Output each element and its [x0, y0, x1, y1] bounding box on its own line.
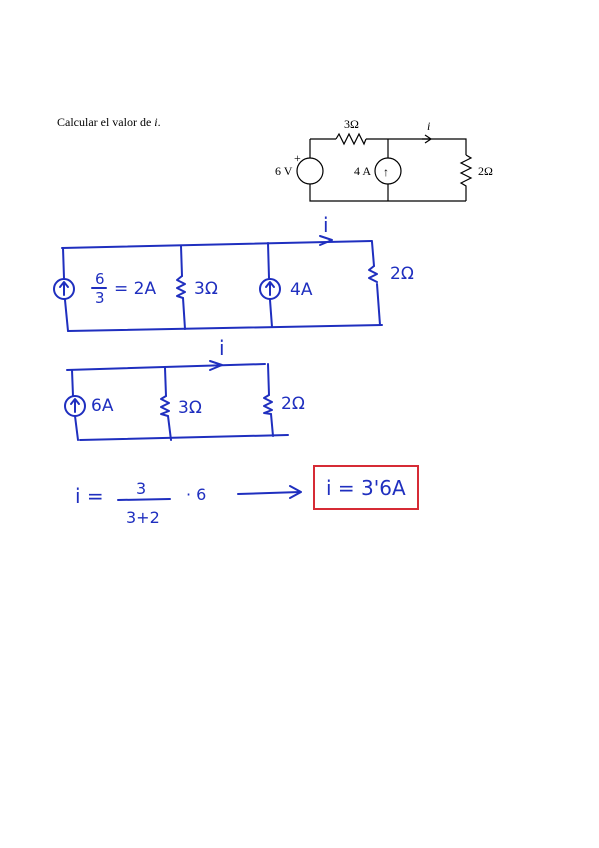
step2-source-label: 6A: [91, 396, 114, 416]
current-arrow-i: [422, 134, 433, 144]
voltage-source-circle: [296, 157, 324, 185]
label-current-i: i: [427, 119, 430, 133]
step2-resistor2-label: 2Ω: [281, 394, 305, 414]
step1-current-label: i: [323, 213, 329, 237]
step2-mid-wire: [164, 367, 172, 441]
circuit-wire-top-right: [366, 138, 467, 155]
step1-bottom-wire: [67, 324, 383, 332]
problem-statement: Calcular el valor de i.: [57, 115, 161, 130]
formula-denominator: 3+2: [126, 508, 160, 527]
formula: i = 3 3+2 · 6 i = 3'6A: [75, 465, 419, 527]
label-6v: 6 V: [275, 164, 293, 178]
resistor-top-3ohm: [335, 132, 367, 146]
step2-resistor-2: [263, 394, 273, 415]
formula-numerator: 3: [136, 479, 146, 498]
step1-source-arrow-icon: [59, 281, 69, 296]
step1-fraction-den: 3: [95, 289, 105, 307]
step1-source-value: = 2A: [114, 279, 156, 299]
step1-source2-circle: [259, 278, 281, 300]
step1-source-circle: [53, 278, 75, 300]
step1-resistor-2: [368, 265, 378, 283]
step2-source-arrow-icon: [70, 398, 80, 413]
problem-variable: i: [154, 115, 158, 129]
step2-source-circle: [64, 395, 86, 417]
step1-source2-arrow-icon: [265, 281, 275, 296]
resistor-right-2ohm: [459, 154, 473, 201]
current-source-arrow-icon: ↑: [383, 165, 389, 179]
label-2ohm-right: 2Ω: [478, 164, 493, 178]
step2-resistor1-label: 3Ω: [178, 398, 202, 418]
step2-right-wire: [267, 363, 274, 437]
formula-fraction-bar: [117, 498, 171, 501]
formula-result: i = 3'6A: [326, 476, 406, 500]
step1-resistor2-label: 2Ω: [390, 264, 414, 284]
step2-arrow: [209, 360, 223, 371]
label-3ohm-top: 3Ω: [344, 117, 359, 131]
label-plus: +: [294, 151, 301, 165]
step1-right-wire: [371, 241, 381, 326]
result-box: [313, 465, 419, 510]
formula-lhs: i =: [75, 484, 104, 508]
step2-bottom-wire: [79, 434, 289, 441]
step2-top-wire: [66, 363, 266, 371]
step1-resistor1-label: 3Ω: [194, 279, 218, 299]
step1-fraction-num: 6: [95, 270, 105, 288]
formula-multiplier: · 6: [186, 485, 206, 504]
step2-resistor-1: [160, 395, 170, 417]
step2-current-label: i: [219, 336, 225, 360]
problem-text: Calcular el valor de: [57, 115, 155, 129]
circuit-wire-bottom: [309, 184, 466, 202]
original-circuit: 3Ω i 6 V + 4 A ↑ 2Ω: [275, 117, 493, 202]
step1-circuit: i 6 3 = 2A 3Ω 4A 2Ω: [53, 213, 414, 332]
step1-resistor-1: [176, 275, 186, 299]
step1-mid-wire-2: [267, 242, 273, 328]
step1-top-wire: [61, 240, 373, 249]
step1-mid-wire-1: [180, 245, 186, 330]
label-4a: 4 A: [354, 164, 371, 178]
formula-result-arrow: [237, 485, 302, 499]
step1-arrow: [319, 235, 333, 246]
step2-left-wire: [71, 369, 79, 441]
current-source-circle: [374, 157, 402, 185]
problem-period: .: [157, 115, 161, 129]
step1-source2-label: 4A: [290, 280, 313, 300]
step1-left-wire: [62, 247, 69, 332]
step2-circuit: i 6A 3Ω 2Ω: [64, 336, 305, 441]
